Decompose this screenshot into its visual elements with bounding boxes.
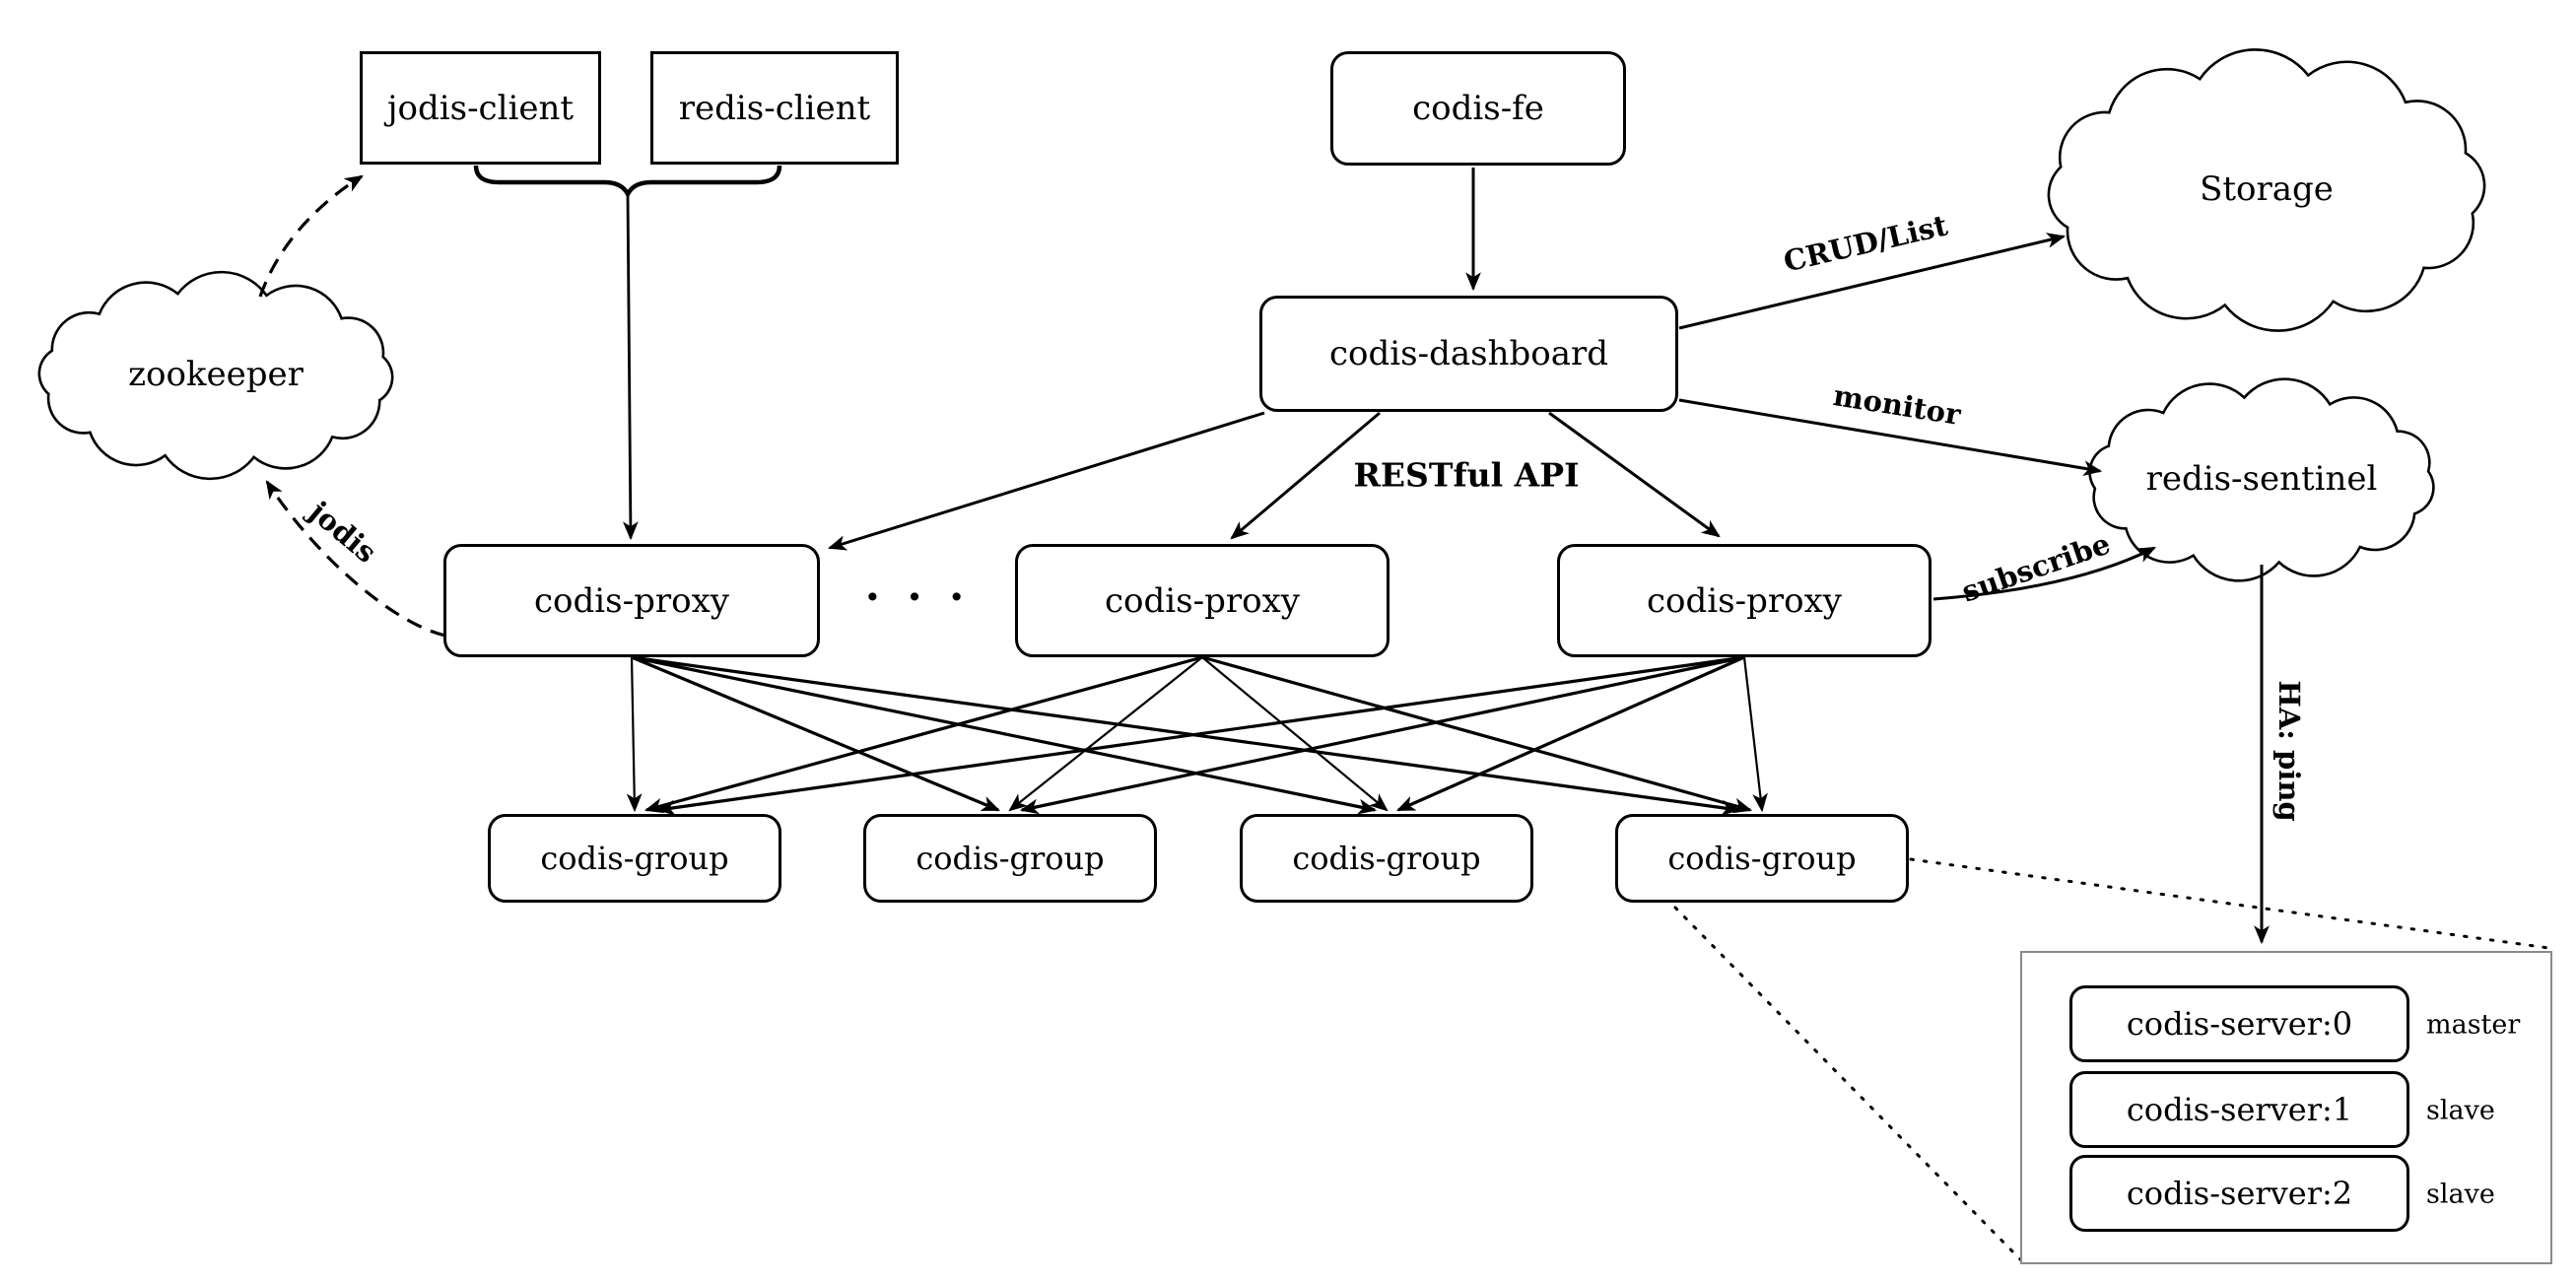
node-codis-server-1: codis-server:1: [2069, 1071, 2409, 1148]
node-redis-client: redis-client: [650, 51, 899, 165]
server-0-role: master: [2426, 1009, 2521, 1041]
edge-proxy3-sentinel: [1932, 546, 2156, 601]
node-jodis-client: jodis-client: [360, 51, 601, 165]
codis-server-0-label: codis-server:0: [2126, 1005, 2353, 1043]
edge-proxy3-group1: [655, 655, 1745, 816]
node-codis-server-0: codis-server:0: [2069, 985, 2409, 1062]
edge-label-restful-api: RESTful API: [1353, 455, 1580, 495]
edge-proxy1-group4: [631, 655, 1741, 816]
leader-group4-serverbox-bottom: [1673, 906, 2024, 1263]
codis-server-2-label: codis-server:2: [2126, 1175, 2353, 1212]
redis-sentinel-cloud: [2088, 377, 2435, 582]
edge-dashboard-sentinel: [1678, 398, 2103, 477]
node-codis-group-4: codis-group: [1615, 814, 1909, 903]
codis-server-1-label: codis-server:1: [2126, 1091, 2353, 1128]
leader-group4-serverbox-top: [1909, 857, 2550, 950]
codis-dashboard-label: codis-dashboard: [1329, 334, 1608, 373]
zookeeper-cloud: [37, 270, 394, 481]
edge-proxy3-group2: [1019, 655, 1745, 815]
storage-label: Storage: [2200, 169, 2334, 209]
edge-zookeeper-jodisclient-dashed: [258, 174, 364, 298]
codis-group-1-label: codis-group: [540, 840, 729, 877]
edge-dashboard-storage: [1678, 233, 2067, 330]
jodis-client-label: jodis-client: [386, 88, 575, 128]
redis-client-label: redis-client: [678, 88, 871, 128]
edge-proxy2-group2: [1008, 656, 1203, 812]
edge-proxy1-group3: [631, 655, 1378, 815]
edge-proxy1-group2: [631, 655, 1001, 812]
edge-label-ha-ping: HA: ping: [2272, 680, 2306, 822]
node-codis-group-2: codis-group: [863, 814, 1157, 903]
edge-proxy2-group3: [1201, 656, 1389, 812]
node-codis-server-2: codis-server:2: [2069, 1155, 2409, 1232]
proxy-ellipsis: · · ·: [864, 572, 971, 623]
edge-proxy3-group4: [1742, 656, 1768, 813]
node-codis-proxy-1: codis-proxy: [443, 544, 820, 657]
node-codis-group-3: codis-group: [1240, 814, 1533, 903]
clients-brace: [473, 165, 782, 200]
edge-proxy3-group3: [1395, 655, 1745, 812]
node-codis-proxy-2: codis-proxy: [1015, 544, 1390, 657]
edge-proxy2-group4: [1201, 655, 1753, 814]
node-codis-dashboard: codis-dashboard: [1259, 296, 1678, 412]
node-codis-fe: codis-fe: [1330, 51, 1626, 166]
codis-group-3-label: codis-group: [1292, 840, 1481, 877]
edge-dashboard-proxy1: [827, 411, 1265, 551]
edge-clients-proxy1: [622, 194, 639, 541]
edge-proxy2-group1: [644, 655, 1203, 814]
codis-fe-label: codis-fe: [1412, 89, 1544, 128]
codis-proxy-3-label: codis-proxy: [1647, 580, 1842, 621]
redis-sentinel-label: redis-sentinel: [2145, 459, 2378, 499]
server-2-role: slave: [2426, 1179, 2495, 1210]
codis-proxy-1-label: codis-proxy: [534, 580, 729, 621]
codis-group-4-label: codis-group: [1667, 840, 1857, 877]
edge-dashboard-proxy3: [1548, 411, 1721, 538]
node-codis-proxy-3: codis-proxy: [1557, 544, 1932, 657]
storage-cloud: [2047, 48, 2486, 332]
edge-proxy1-group1: [626, 656, 643, 813]
edge-dashboard-proxy2: [1230, 411, 1381, 540]
codis-proxy-2-label: codis-proxy: [1105, 580, 1300, 621]
edge-proxy1-zookeeper-dashed: [265, 480, 446, 638]
codis-group-2-label: codis-group: [915, 840, 1105, 877]
server-1-role: slave: [2426, 1095, 2495, 1126]
node-codis-group-1: codis-group: [488, 814, 781, 903]
zookeeper-label: zookeeper: [128, 355, 304, 394]
